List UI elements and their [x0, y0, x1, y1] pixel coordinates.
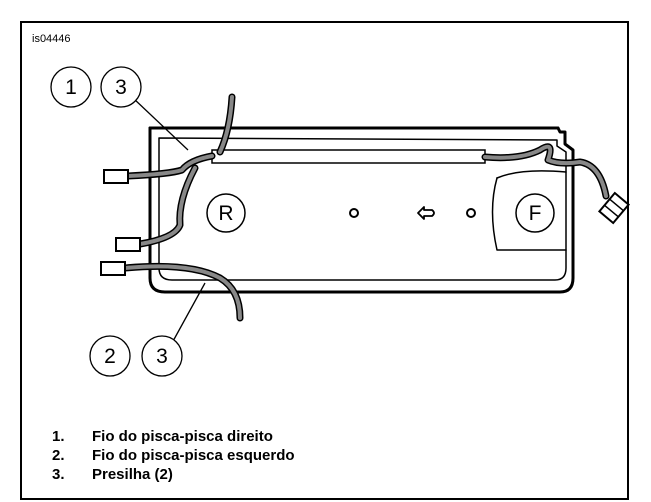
mounting-hole-right — [466, 208, 476, 218]
figure-id: is04446 — [32, 33, 71, 45]
callout-2 — [89, 335, 131, 377]
legend-text: Fio do pisca-pisca direito — [92, 428, 273, 445]
legend-item: 2. Fio do pisca-pisca esquerdo — [52, 446, 295, 465]
bracket-plate — [148, 126, 575, 294]
callout-1-label: 1 — [65, 76, 77, 99]
callout-2-label: 2 — [104, 345, 116, 368]
legend-number: 1. — [52, 428, 65, 445]
callout-3-bottom — [141, 335, 183, 377]
legend: 1. Fio do pisca-pisca direito 2. Fio do … — [52, 427, 295, 484]
arrow-icon — [417, 206, 435, 220]
connector-top-left — [103, 169, 129, 184]
callout-3-top-label: 3 — [115, 76, 127, 99]
right-turn-signal-wire — [124, 93, 610, 200]
connector-bottom-left — [100, 261, 126, 276]
wire-clip-bar — [211, 149, 486, 164]
legend-item: 3. Presilha (2) — [52, 465, 295, 484]
connector-middle-left — [115, 237, 141, 252]
legend-number: 3. — [52, 466, 65, 483]
leader-line-top — [132, 97, 189, 151]
left-turn-signal-wire — [121, 164, 244, 322]
leader-line-bottom — [171, 282, 206, 344]
mounting-hole-left — [349, 208, 359, 218]
legend-text: Fio do pisca-pisca esquerdo — [92, 447, 295, 464]
callout-3-bottom-label: 3 — [156, 345, 168, 368]
legend-text: Presilha (2) — [92, 466, 173, 483]
rear-marker-label: R — [218, 202, 233, 225]
callout-1 — [50, 66, 92, 108]
front-marker-label: F — [529, 202, 542, 225]
legend-number: 2. — [52, 447, 65, 464]
front-marker — [515, 193, 555, 233]
connector-right — [597, 191, 631, 225]
callout-3-top — [100, 66, 142, 108]
legend-item: 1. Fio do pisca-pisca direito — [52, 427, 295, 446]
rear-marker — [206, 193, 246, 233]
